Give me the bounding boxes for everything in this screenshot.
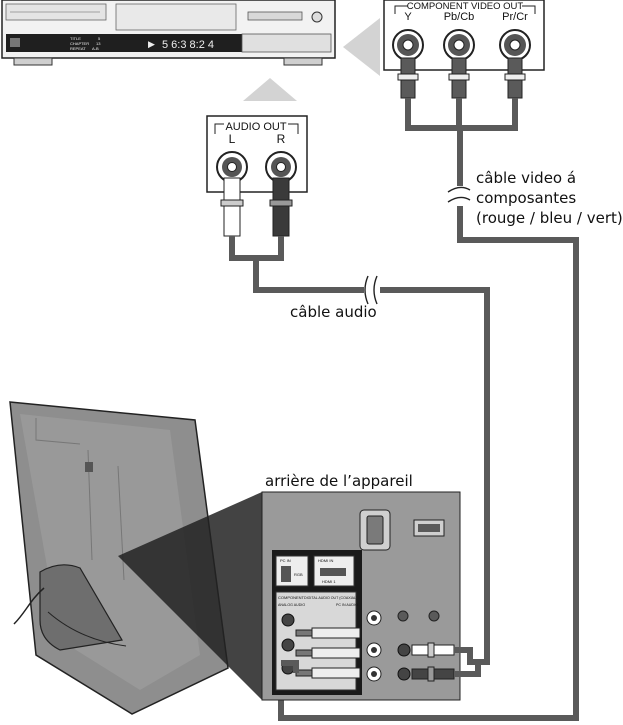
rgb-label: RGB	[294, 572, 303, 577]
player-display	[6, 34, 242, 52]
component-label: COMPONENT	[278, 595, 305, 600]
audio-plugs	[220, 177, 293, 237]
tv-indicator	[85, 462, 93, 472]
rear-of-unit-label: arrière de l’appareil	[265, 472, 413, 490]
display-repeat-value: A-B	[92, 46, 99, 51]
audio-out-title: AUDIO OUT	[225, 121, 286, 133]
panel-jacks	[281, 610, 411, 682]
video-cable-break	[447, 186, 471, 206]
display-chapter-label: CHAPTER	[70, 41, 89, 46]
label-l: L	[229, 132, 236, 146]
display-repeat-label: REPEAT	[70, 46, 86, 51]
component-out-title: COMPONENT VIDEO OUT	[407, 1, 524, 12]
audio-cable-end	[454, 647, 490, 677]
label-y: Y	[404, 11, 412, 23]
label-pb: Pb/Cb	[444, 11, 475, 23]
video-cable-label-1: câble video á	[476, 169, 576, 187]
video-cable-label-3: (rouge / bleu / vert)	[476, 209, 623, 227]
rear-panel: PC IN RGB HDMI IN HDMI 1 COMPONENT ANALO…	[261, 491, 461, 701]
analog-audio-label: ANALOG AUDIO	[278, 603, 305, 607]
play-icon: ▶	[148, 40, 155, 50]
hdmi1-label: HDMI 1	[322, 579, 336, 584]
display-title-value: 5	[98, 36, 101, 41]
jack-y	[392, 29, 424, 61]
label-pr: Pr/Cr	[502, 11, 528, 23]
dvd-player: TITLE 5 CHAPTER 13 REPEAT A-B ▶ 5 6:3 8:…	[1, 0, 336, 66]
hdmi-in-label: HDMI IN	[318, 558, 333, 563]
digital-audio-label: DIGITAL AUDIO OUT (COAXIAL)	[304, 596, 357, 600]
audio-cable-break	[364, 275, 380, 305]
zoom-projection	[118, 492, 262, 700]
video-cable	[278, 98, 579, 721]
jack-pr	[499, 29, 531, 61]
video-cable-label-2: composantes	[476, 189, 576, 207]
jack-audio-r	[265, 151, 297, 183]
label-r: R	[277, 132, 286, 146]
panel-video-plugs	[295, 627, 361, 679]
display-title-label: TITLE	[70, 36, 81, 41]
pc-in-audio-label: PC IN AUDIO	[336, 603, 358, 607]
display-time: 5 6:3 8:2 4	[162, 39, 214, 51]
audio-cable-label: câble audio	[290, 303, 377, 321]
audio-out-panel: AUDIO OUT L R	[206, 115, 308, 193]
tv-set	[9, 401, 229, 715]
power-cord	[13, 587, 45, 625]
arrow-up-icon	[243, 78, 297, 101]
audio-cable	[229, 236, 490, 652]
jack-pb	[443, 29, 475, 61]
pc-in-label: PC IN	[280, 558, 291, 563]
display-chapter-value: 13	[96, 41, 101, 46]
arrow-left-icon	[343, 18, 380, 76]
video-cable-end	[281, 660, 299, 673]
